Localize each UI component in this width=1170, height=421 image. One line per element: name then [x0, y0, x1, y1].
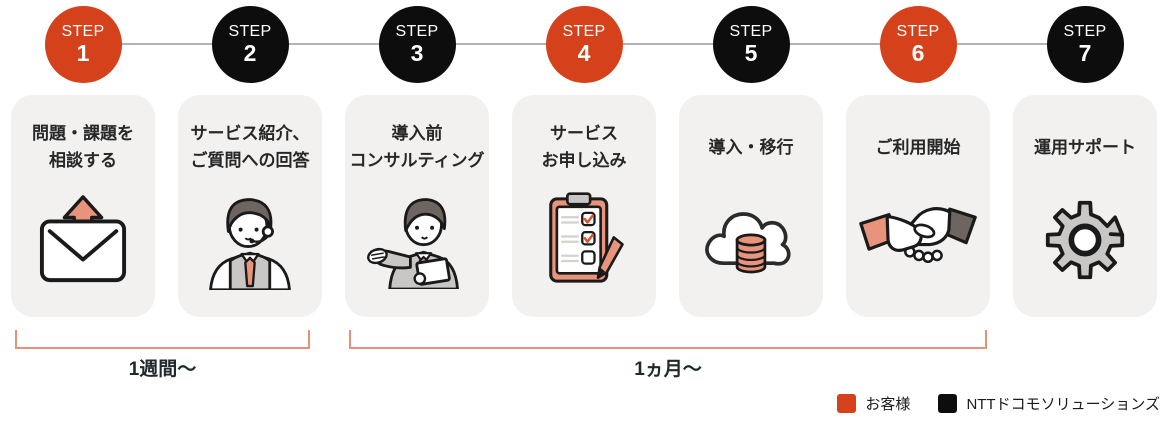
- duration-label-1-week: 1週間〜: [128, 359, 197, 380]
- step-column-5: STEP 5 導入・移行: [679, 0, 823, 317]
- title-line: お申し込み: [541, 151, 627, 170]
- step-number: 6: [911, 40, 925, 66]
- title-line: サービス紹介、: [190, 124, 310, 143]
- gear-icon: [1038, 175, 1132, 317]
- step-card-6: ご利用開始: [846, 95, 990, 317]
- step-column-7: STEP 7 運用サポート: [1013, 0, 1157, 317]
- support-agent-icon: [203, 175, 297, 317]
- step-word: STEP: [729, 23, 773, 40]
- step-title-3: 導入前 コンサルティング: [350, 119, 485, 175]
- step-column-6: STEP 6 ご利用開始: [846, 0, 990, 317]
- step-badge-7: STEP 7: [1046, 6, 1124, 83]
- title-line: サービス: [550, 124, 618, 143]
- consultant-icon: [365, 175, 469, 317]
- title-line: ご利用開始: [875, 137, 961, 157]
- step-column-2: STEP 2 サービス紹介、 ご質問への回答: [178, 0, 322, 317]
- title-line: コンサルティング: [349, 151, 485, 170]
- title-line: ご質問への回答: [190, 151, 310, 170]
- mail-upload-icon: [36, 175, 130, 317]
- step-badge-2: STEP 2: [211, 6, 289, 83]
- step-title-5: 導入・移行: [709, 119, 794, 175]
- legend-label: お客様: [865, 396, 911, 413]
- step-title-7: 運用サポート: [1034, 119, 1136, 175]
- step-word: STEP: [896, 23, 940, 40]
- legend-item-customer: お客様: [837, 393, 910, 414]
- step-card-1: 問題・課題を 相談する: [11, 95, 155, 317]
- duration-label-1-month: 1ヵ月〜: [634, 359, 702, 380]
- cloud-database-icon: [700, 175, 802, 317]
- customer-color-swatch: [837, 394, 857, 413]
- step-badge-1: STEP 1: [44, 6, 122, 83]
- legend-item-provider: NTTドコモソリューションズ: [938, 393, 1160, 414]
- step-word: STEP: [562, 23, 606, 40]
- title-line: 問題・課題を: [32, 124, 134, 143]
- steps-flow: STEP 1 問題・課題を 相談する STEP: [11, 0, 1157, 317]
- step-title-6: ご利用開始: [876, 119, 961, 175]
- step-word: STEP: [228, 23, 272, 40]
- provider-color-swatch: [938, 394, 958, 413]
- duration-bracket-steps-1-2: [15, 330, 310, 349]
- title-line: 相談する: [49, 151, 117, 170]
- step-title-4: サービス お申し込み: [542, 119, 627, 175]
- step-word: STEP: [61, 23, 105, 40]
- step-number: 1: [76, 40, 90, 66]
- legend: お客様 NTTドコモソリューションズ: [837, 393, 1160, 414]
- step-card-5: 導入・移行: [679, 95, 823, 317]
- step-number: 3: [410, 40, 424, 66]
- step-number: 5: [744, 40, 758, 66]
- legend-label: NTTドコモソリューションズ: [966, 396, 1160, 413]
- step-column-3: STEP 3 導入前 コンサルティング: [345, 0, 489, 317]
- step-badge-4: STEP 4: [545, 6, 623, 83]
- step-badge-3: STEP 3: [378, 6, 456, 83]
- step-card-7: 運用サポート: [1013, 95, 1157, 317]
- step-title-2: サービス紹介、 ご質問への回答: [191, 119, 310, 175]
- title-line: 運用サポート: [1034, 137, 1136, 157]
- handshake-icon: [859, 175, 977, 317]
- step-word: STEP: [395, 23, 439, 40]
- step-card-3: 導入前 コンサルティング: [345, 95, 489, 317]
- step-column-1: STEP 1 問題・課題を 相談する: [11, 0, 155, 317]
- step-number: 4: [577, 40, 591, 66]
- title-line: 導入前: [391, 124, 443, 143]
- step-card-4: サービス お申し込み: [512, 95, 656, 317]
- step-word: STEP: [1063, 23, 1107, 40]
- title-line: 導入・移行: [708, 137, 794, 157]
- step-column-4: STEP 4 サービス お申し込み: [512, 0, 656, 317]
- step-badge-5: STEP 5: [712, 6, 790, 83]
- step-card-2: サービス紹介、 ご質問への回答: [178, 95, 322, 317]
- step-title-1: 問題・課題を 相談する: [32, 119, 134, 175]
- step-number: 2: [243, 40, 257, 66]
- duration-bracket-steps-3-6: [349, 330, 987, 349]
- step-number: 7: [1078, 40, 1092, 66]
- step-badge-6: STEP 6: [879, 6, 957, 83]
- checklist-clipboard-icon: [542, 175, 626, 317]
